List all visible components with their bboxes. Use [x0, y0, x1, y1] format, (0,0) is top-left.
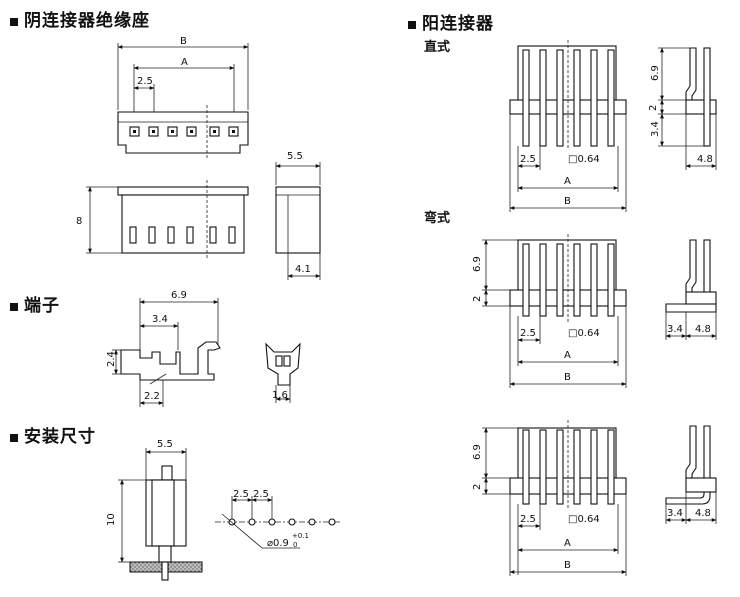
dim-label-pitch: 2.5 [137, 76, 153, 87]
mounting-side-view: 5.5 10 [106, 439, 203, 581]
dim-label-pin-square: □0.64 [568, 154, 600, 165]
female-housing-top-view: B A 2.5 [117, 36, 249, 158]
terminal-outline [120, 341, 221, 381]
male-bent-front-view-1: 6.9 2 2.5 □0.64 A B [472, 234, 627, 388]
pins-straight [522, 49, 615, 147]
dim-label-4-1: 4.1 [295, 264, 311, 275]
dim-label-b2-pin-square: □0.64 [568, 514, 600, 525]
dim-label-3-4: 3.4 [152, 314, 168, 325]
female-housing-side-view: 5.5 4.1 [275, 151, 321, 280]
dim-label-p-4-8: 4.8 [697, 154, 713, 165]
dim-label-b2-2: 2 [472, 484, 483, 490]
dim-label-b1-4-8: 4.8 [695, 324, 711, 335]
housing-cavities [129, 126, 239, 137]
pcb-holes [228, 518, 336, 526]
heading-text: 安装尺寸 [24, 427, 96, 447]
bullet-square-icon [10, 302, 18, 311]
dim-label-A: A [181, 57, 188, 68]
dim-label-m-5-5: 5.5 [157, 439, 173, 450]
dim-label-m-hole: ⌀0.9 [267, 538, 289, 549]
dim-label-6-9: 6.9 [171, 290, 187, 301]
dim-label-b1-6-9: 6.9 [472, 256, 483, 272]
dim-label-b2-B: B [564, 560, 571, 571]
dim-label-8: 8 [76, 216, 82, 227]
dim-label-b2-3-4: 3.4 [667, 508, 683, 519]
front-slots [129, 226, 236, 244]
dim-label-b1-2: 2 [472, 296, 483, 302]
heading-female-housing: 阴连接器绝缘座 [10, 6, 150, 31]
dim-label-B: B [180, 36, 187, 47]
male-bent-side-view-2: 3.4 4.8 [665, 425, 717, 524]
heading-mounting: 安装尺寸 [10, 422, 96, 447]
dim-label-b1-3-4: 3.4 [667, 324, 683, 335]
terminal-side-view: 6.9 3.4 2.4 2.2 [106, 290, 221, 407]
dim-label-1-6: 1.6 [272, 390, 288, 401]
dim-label-b1-B: B [564, 372, 571, 383]
dim-label-p-A: A [564, 176, 571, 187]
label-straight: 直式 [424, 40, 451, 55]
dim-label-m-tol-plus: +0.1 [292, 532, 309, 540]
heading-text: 阳连接器 [422, 14, 494, 34]
male-bent-front-view-2: 6.9 2 2.5 □0.64 A B [472, 420, 627, 576]
dim-label-m-10: 10 [106, 513, 117, 526]
dim-label-m-tol-zero: 0 [293, 541, 297, 549]
dim-label-2-2: 2.2 [144, 391, 160, 402]
dim-label-p-2: 2 [648, 105, 659, 111]
dim-label-b2-4-8: 4.8 [695, 508, 711, 519]
dim-label-b1-A: A [564, 350, 571, 361]
pins-bent-2 [522, 429, 615, 505]
terminal-end-view: 1.6 [265, 342, 301, 403]
dim-label-2-4: 2.4 [106, 351, 117, 367]
heading-terminal: 端子 [10, 291, 60, 316]
male-bent-side-view-1: 3.4 4.8 [665, 239, 717, 340]
bullet-square-icon [10, 433, 18, 442]
dim-label-p-B: B [564, 196, 571, 207]
male-straight-side-view: 6.9 2 3.4 4.8 [648, 47, 717, 170]
dim-label-5-5: 5.5 [287, 151, 303, 162]
dim-label-p-6-9: 6.9 [650, 65, 661, 81]
dim-label-b2-6-9: 6.9 [472, 444, 483, 460]
male-straight-front-view: 2.5 □0.64 A B [509, 40, 627, 212]
dim-label-b2-pitch: 2.5 [520, 514, 536, 525]
bullet-square-icon [408, 20, 416, 29]
female-housing-front-view: 8 [76, 180, 249, 258]
heading-text: 阴连接器绝缘座 [24, 11, 150, 31]
heading-text: 端子 [24, 296, 60, 316]
dim-label-m-pitch1: 2.5 [233, 489, 249, 500]
dim-label-p-pitch: 2.5 [520, 154, 536, 165]
dim-label-p-3-4: 3.4 [650, 121, 661, 137]
pins-bent-1 [522, 243, 615, 317]
dim-label-b1-pin-square: □0.64 [568, 328, 600, 339]
dim-label-b1-pitch: 2.5 [520, 328, 536, 339]
label-bent: 弯式 [424, 211, 451, 226]
heading-male-connector: 阳连接器 [408, 9, 494, 34]
bullet-square-icon [10, 17, 18, 26]
mounting-hole-pattern: 2.5 2.5 ⌀0.9 +0.1 0 [215, 489, 340, 549]
dim-label-m-pitch2: 2.5 [253, 489, 269, 500]
dim-label-b2-A: A [564, 538, 571, 549]
